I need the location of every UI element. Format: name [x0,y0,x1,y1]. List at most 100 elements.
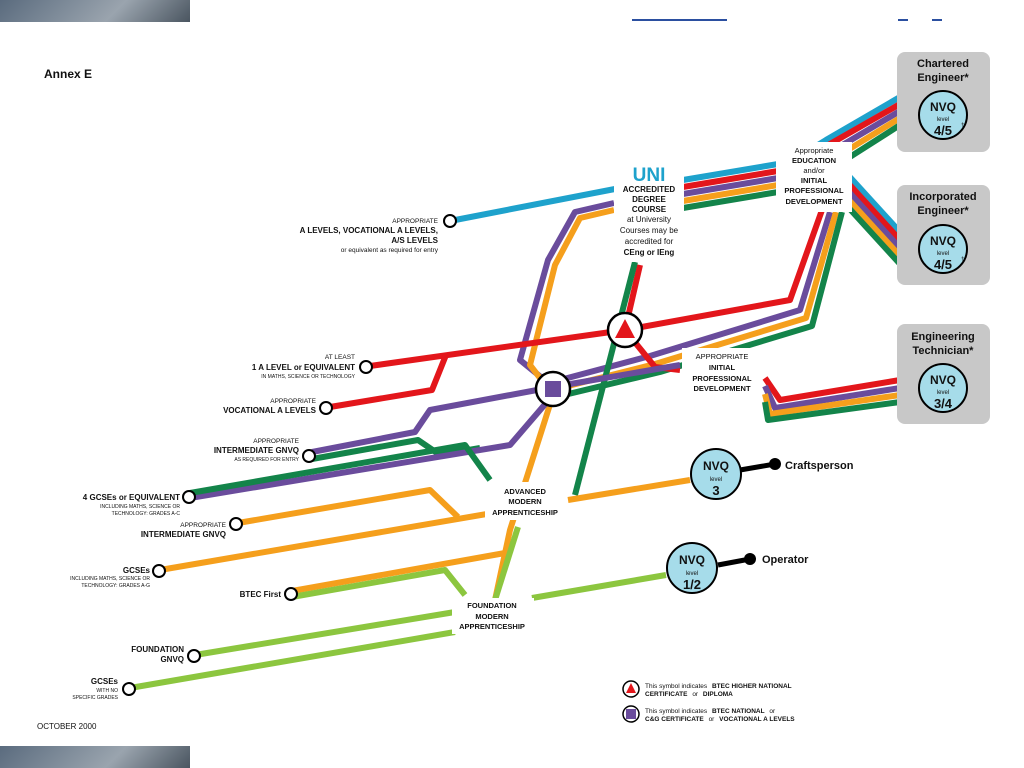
station-btec-first[interactable] [284,587,298,601]
svg-text:FOUNDATION: FOUNDATION [131,645,184,654]
education-block: Appropriate EDUCATION and/or INITIAL PRO… [784,146,844,206]
svg-text:TECHNOLOGY: GRADES A-G: TECHNOLOGY: GRADES A-G [81,583,150,589]
entry-int-gnvq: APPROPRIATE INTERMEDIATE GNVQ AS REQUIRE… [214,438,300,463]
route-red-one-a-level [369,327,626,369]
svg-text:GCSEs: GCSEs [91,677,119,686]
svg-text:Chartered: Chartered [917,58,969,70]
svg-text:APPROPRIATE: APPROPRIATE [180,522,226,529]
svg-text:MODERN: MODERN [475,612,508,621]
svg-text:PROFESSIONAL: PROFESSIONAL [784,186,844,195]
outcome-chartered[interactable]: Chartered Engineer* NVQ level 4/5 † [897,52,990,152]
route-blue-alevels [449,185,621,224]
station-gcses[interactable] [152,564,166,578]
route-blue-to-incorporated [845,172,903,235]
station-found-gnvq[interactable] [187,649,201,663]
route-orange-btec [291,550,506,594]
entry-btec-first: BTEC First [240,590,282,599]
svg-text:Operator: Operator [762,554,809,566]
svg-text:BTEC First: BTEC First [240,590,282,599]
station-alevels[interactable] [443,214,457,228]
route-orange-uni-down [492,207,615,601]
route-purple-four-gcses [189,393,556,501]
svg-text:DEVELOPMENT: DEVELOPMENT [785,197,843,206]
svg-text:PROFESSIONAL: PROFESSIONAL [692,374,752,383]
route-lgreen-adv-down [492,526,521,601]
svg-text:CERTIFICATE or DIP: CERTIFICATE or DIPLOMA [645,691,733,698]
svg-text:This symbol indicates BT: This symbol indicates BTEC NATIONAL or [645,708,776,715]
outcome-technician[interactable]: Engineering Technician* NVQ level 3/4 [897,324,990,424]
svg-text:EDUCATION: EDUCATION [792,156,836,165]
svg-text:Technician*: Technician* [913,345,975,357]
svg-text:TECHNOLOGY: GRADES A-C: TECHNOLOGY: GRADES A-C [112,511,181,517]
route-orange-to-incorporated [845,196,903,259]
svg-text:ACCREDITED: ACCREDITED [623,185,676,194]
nvq-disc-craftsperson [690,448,742,500]
route-lgreen-btec [291,567,468,600]
corner-photo-top [0,0,190,22]
entry-one-a-level: AT LEAST 1 A LEVEL or EQUIVALENT IN MATH… [252,354,356,380]
svg-text:3: 3 [712,483,719,498]
route-orange-to-crafts [567,477,691,503]
nvq-disc-operator [666,542,718,594]
entry-stations [122,214,457,696]
route-red-rise [624,208,825,333]
header-rule-left [632,19,727,21]
station-one-a-level[interactable] [359,360,373,374]
station-voc-a-levels[interactable] [319,401,333,415]
svg-text:level: level [937,251,949,257]
svg-text:INITIAL: INITIAL [709,363,736,372]
nvq-disc-technician [918,363,968,413]
svg-text:INITIAL: INITIAL [801,176,828,185]
station-int-gnvq2[interactable] [229,517,243,531]
svg-text:A/S LEVELS: A/S LEVELS [391,236,438,245]
svg-text:This symbol indicates BT: This symbol indicates BTEC HIGHER NATION… [645,683,792,690]
svg-text:INTERMEDIATE GNVQ: INTERMEDIATE GNVQ [141,530,226,539]
svg-text:AS REQUIRED FOR ENTRY: AS REQUIRED FOR ENTRY [234,457,299,463]
legend: This symbol indicates BTEC HIGHER NATION… [622,680,795,723]
svg-text:level: level [710,477,722,483]
route-purple-int-gnvq [311,362,681,455]
header-rule-right [932,19,942,21]
svg-text:or equivalent as required for: or equivalent as required for entry [341,247,439,254]
svg-text:and/or: and/or [803,166,825,175]
svg-text:Craftsperson: Craftsperson [785,460,854,472]
outcome-operator[interactable]: NVQ level 1/2 Operator [666,542,809,594]
svg-text:MODERN: MODERN [508,497,541,506]
svg-text:NVQ: NVQ [930,373,956,387]
uni-block: UNI ACCREDITED DEGREE COURSE at Universi… [620,165,679,257]
station-int-gnvq[interactable] [302,449,316,463]
svg-text:DEGREE: DEGREE [632,195,666,204]
route-orange-gcses [159,507,511,573]
route-purple-to-tech [762,384,901,411]
svg-text:APPROPRIATE: APPROPRIATE [696,352,749,361]
svg-text:Engineering: Engineering [911,331,975,343]
svg-text:APPROPRIATE: APPROPRIATE [392,218,438,225]
svg-text:Engineer*: Engineer* [917,205,969,217]
station-four-gcses[interactable] [182,490,196,504]
route-red-to-tech [762,376,901,403]
svg-text:level: level [937,117,949,123]
outcome-incorporated[interactable]: Incorporated Engineer* NVQ level 4/5 † [897,185,990,285]
route-red-voc-a-level [329,353,449,410]
operator-dot [744,553,756,565]
svg-text:SPECIFIC GRADES: SPECIFIC GRADES [72,695,118,701]
route-purple-to-incorporated [845,188,903,251]
svg-text:4/5: 4/5 [934,123,952,138]
uni-title: UNI [633,165,666,186]
outcome-craftsperson[interactable]: NVQ level 3 Craftsperson [690,448,854,500]
svg-text:INCLUDING MATHS, SCIENCE OR: INCLUDING MATHS, SCIENCE OR [100,504,180,510]
route-green-to-tech [762,399,901,423]
svg-text:Appropriate: Appropriate [795,146,834,155]
route-lines [129,94,903,691]
svg-text:NVQ: NVQ [703,459,729,473]
svg-text:ADVANCED: ADVANCED [504,487,547,496]
svg-text:C&G CERTIFICATE or: C&G CERTIFICATE or VOCATIONAL A LEVELS [645,716,795,723]
station-gcses-none[interactable] [122,682,136,696]
corner-photo-bottom [0,746,190,768]
svg-text:1 A LEVEL or EQUIVALENT: 1 A LEVEL or EQUIVALENT [252,363,355,372]
route-lgreen-to-operator [531,572,667,601]
svg-text:IN MATHS, SCIENCE OR TECHNOLOG: IN MATHS, SCIENCE OR TECHNOLOGY [261,374,355,380]
svg-text:INCLUDING MATHS, SCIENCE OR: INCLUDING MATHS, SCIENCE OR [70,576,150,582]
triangle-icon [615,319,635,338]
entry-gcses: GCSEs INCLUDING MATHS, SCIENCE OR TECHNO… [70,566,150,589]
